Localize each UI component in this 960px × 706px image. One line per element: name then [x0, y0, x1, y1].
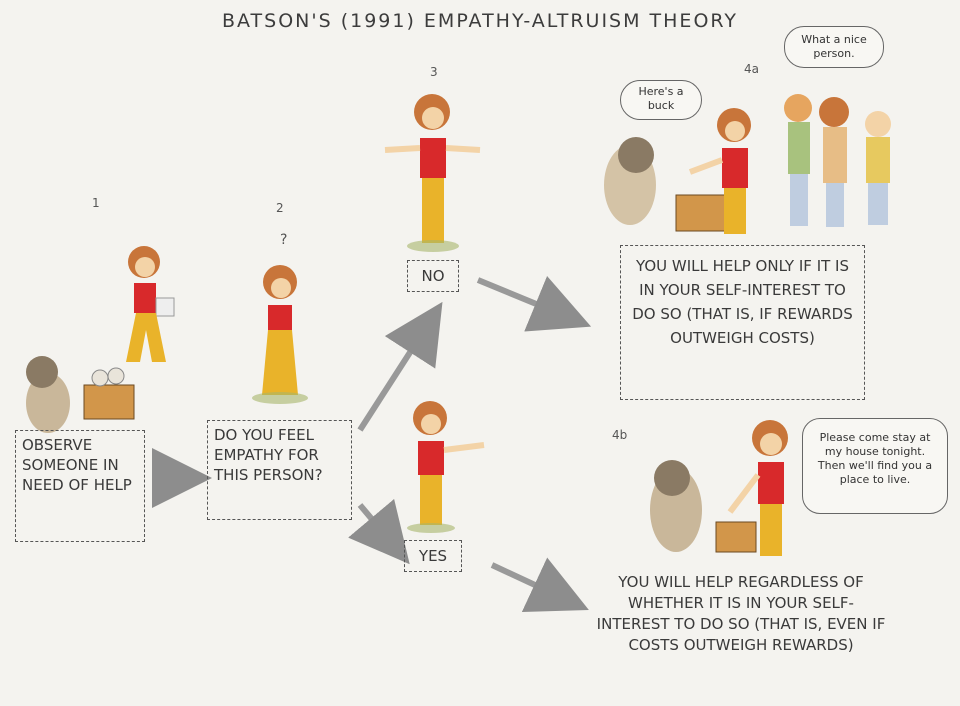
step-number-3: 3	[430, 65, 438, 79]
observe-box: OBSERVE SOMEONE IN NEED OF HELP	[15, 430, 145, 542]
no-label-box: NO	[407, 260, 459, 292]
question-mark: ?	[280, 232, 288, 248]
arrow-empathy-to-no	[357, 301, 443, 432]
scene-4a-helper	[688, 108, 751, 234]
speech-bubble-heres-a-buck: Here's a buck	[620, 80, 702, 120]
step-number-2: 2	[276, 201, 284, 215]
scene-4a-bystanders	[784, 94, 891, 227]
homeless-person-figure-1	[26, 356, 135, 433]
helper-figure-no	[384, 94, 481, 252]
arrow-yes-to-help-regardless	[490, 557, 589, 612]
yes-label-box: YES	[404, 540, 462, 572]
help-only-outcome-box: YOU WILL HELP ONLY IF IT IS IN YOUR SELF…	[620, 245, 865, 400]
helper-figure-yes	[407, 401, 485, 533]
step-number-1: 1	[92, 196, 100, 210]
scene-4b-helper	[727, 420, 788, 556]
helper-figure-walking	[126, 246, 175, 362]
step-number-4b: 4b	[612, 428, 628, 442]
help-regardless-outcome-text: YOU WILL HELP REGARDLESS OF WHETHER IT I…	[596, 573, 886, 654]
scene-4a-homeless-person	[604, 137, 727, 232]
speech-bubble-please-stay: Please come stay at my house tonight. Th…	[802, 418, 948, 514]
scene-4b-homeless-person	[650, 460, 757, 553]
step-number-4a: 4a	[744, 62, 759, 76]
empathy-question-box: DO YOU FEEL EMPATHY FOR THIS PERSON?	[207, 420, 352, 520]
arrow-no-to-help-only	[476, 275, 592, 332]
helper-figure-thinking	[252, 265, 308, 404]
diagram-title: BATSON'S (1991) EMPATHY-ALTRUISM THEORY	[221, 10, 738, 32]
arrow-empathy-to-yes	[348, 498, 410, 565]
speech-bubble-nice-person: What a nice person.	[784, 26, 884, 68]
